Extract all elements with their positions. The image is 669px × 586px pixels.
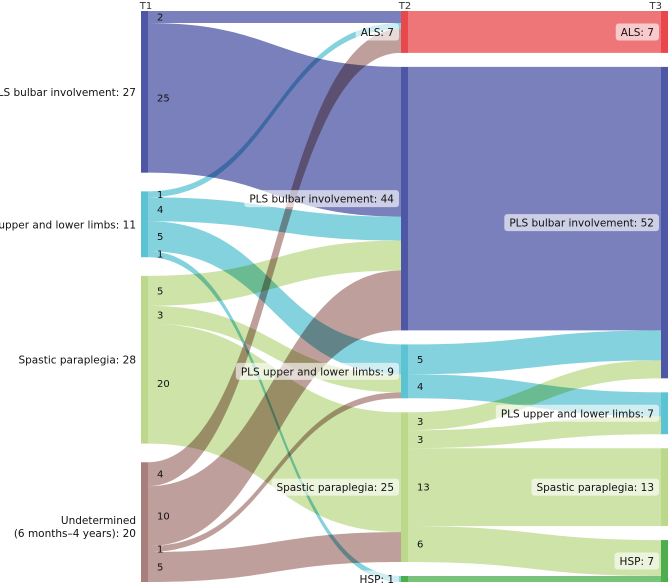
node-label-t3_ull: PLS upper and lower limbs: 7 <box>495 404 659 422</box>
link-value-label-15: 5 <box>417 355 423 366</box>
node-label-bg-t2_hsp <box>354 570 399 586</box>
link-t2_sp-to-t3_bulbar <box>408 360 661 431</box>
node-label-t1_ull: PLS upper and lower limbs: 11 <box>0 219 136 231</box>
node-bar-t2_bulbar <box>401 66 408 331</box>
link-t1_sp-to-t2_bulbar <box>148 240 401 306</box>
link-t1_und-to-t2_ull <box>148 392 401 553</box>
node-bar-t3_ull <box>661 392 668 435</box>
node-label-t1_und: Undetermined <box>61 515 136 527</box>
node-bar-t3_hsp <box>661 540 668 582</box>
link-value-label-2: 1 <box>157 190 163 201</box>
node-label-t2_sp: Spastic paraplegia: 25 <box>271 478 399 496</box>
link-t2_sp-to-t3_ull <box>408 416 661 449</box>
link-t2_als-to-t3_als <box>408 11 661 53</box>
node-label-t2_ull: PLS upper and lower limbs: 9 <box>235 362 399 380</box>
node-label-bg-t3_bulbar <box>504 214 659 232</box>
link-t2_ull-to-t3_bulbar <box>408 330 661 375</box>
svg-text:PLS upper and lower limbs: 9: PLS upper and lower limbs: 9 <box>241 366 394 378</box>
node-label-t1_bulbar: PLS bulbar involvement: 27 <box>0 87 136 99</box>
link-t1_ull-to-t2_als <box>148 22 401 198</box>
link-value-label-16: 4 <box>417 382 423 393</box>
titles-layer: T1 T2 T3 <box>139 1 662 12</box>
link-t1_bulbar-to-t2_als <box>148 11 401 23</box>
node-label-bg-t2_ull <box>235 362 399 380</box>
svg-text:PLS bulbar involvement: 44: PLS bulbar involvement: 44 <box>249 194 394 206</box>
node-label-t3_bulbar: PLS bulbar involvement: 52 <box>504 214 659 232</box>
link-t1_ull-to-t2_bulbar <box>148 197 401 241</box>
link-value-label-6: 5 <box>157 286 163 297</box>
link-value-label-11: 1 <box>157 545 163 556</box>
node-label-bg-t2_bulbar <box>244 190 399 208</box>
link-value-label-20: 6 <box>417 540 423 551</box>
node-label-t3_sp: Spastic paraplegia: 13 <box>531 478 659 496</box>
link-value-label-17: 3 <box>417 417 423 428</box>
svg-text:Spastic paraplegia: 25: Spastic paraplegia: 25 <box>276 482 394 494</box>
link-t1_bulbar-to-t2_bulbar <box>148 22 401 217</box>
link-t2_bulbar-to-t3_bulbar <box>408 66 661 331</box>
links-layer <box>148 11 661 582</box>
node-label-bg-t3_hsp <box>614 552 659 570</box>
link-t1_und-to-t2_sp <box>148 532 401 582</box>
node-label-bg-t3_als <box>615 23 659 41</box>
svg-text:ALS: 7: ALS: 7 <box>621 27 654 39</box>
node-label-t2_hsp: HSP: 1 <box>354 570 399 586</box>
link-value-label-8: 20 <box>157 379 170 390</box>
link-value-label-0: 2 <box>157 12 163 23</box>
svg-text:HSP: 1: HSP: 1 <box>360 574 394 586</box>
svg-text:PLS bulbar involvement: 52: PLS bulbar involvement: 52 <box>509 218 654 230</box>
link-value-label-4: 5 <box>157 232 163 243</box>
link-t1_und-to-t2_als <box>148 28 401 487</box>
node-bar-t2_als <box>401 11 408 53</box>
node-bar-t2_hsp <box>401 576 408 582</box>
link-t2_sp-to-t3_hsp <box>408 526 661 577</box>
link-value-label-19: 13 <box>417 483 430 494</box>
node-bar-t3_bulbar <box>661 66 668 379</box>
link-value-label-12: 5 <box>157 563 163 574</box>
svg-text:PLS upper and lower limbs: 7: PLS upper and lower limbs: 7 <box>501 408 654 420</box>
node-bar-t3_als <box>661 11 668 53</box>
node-bar-t3_sp <box>661 448 668 527</box>
link-t2_hsp-to-t3_hsp <box>408 576 661 582</box>
labels-layer: 2 25 1 4 5 1 5 3 20 4 10 1 5 5 4 3 3 13 6 PLS bulbar involv… <box>0 12 659 586</box>
node-bar-t1_bulbar <box>141 11 148 173</box>
nodes-layer <box>141 11 668 582</box>
node-bar-t2_ull <box>401 344 408 399</box>
node-bar-t1_und <box>141 462 148 582</box>
node-label-bg-t2_sp <box>271 478 399 496</box>
column-title-t1: T1 <box>139 1 152 12</box>
link-value-label-10: 10 <box>157 512 170 523</box>
link-value-label-5: 1 <box>157 250 163 261</box>
node-label-t1_sp: Spastic paraplegia: 28 <box>18 355 136 367</box>
node-bar-t1_ull <box>141 191 148 258</box>
node-label-bg-t3_sp <box>531 478 659 496</box>
link-value-label-7: 3 <box>157 310 163 321</box>
node-label-bg-t2_als <box>355 23 399 41</box>
node-label-bg-t3_ull <box>495 404 659 422</box>
column-title-t3: T3 <box>649 1 662 12</box>
node-label-t2_als: ALS: 7 <box>355 23 399 41</box>
link-value-label-1: 25 <box>157 93 170 104</box>
svg-text:ALS: 7: ALS: 7 <box>361 27 394 39</box>
node-label-t3_als: ALS: 7 <box>615 23 659 41</box>
node-bar-t2_sp <box>401 412 408 563</box>
link-value-label-9: 4 <box>157 470 163 481</box>
node-label-t2_bulbar: PLS bulbar involvement: 44 <box>244 190 399 208</box>
link-value-label-18: 3 <box>417 435 423 446</box>
node-label-line2-t1_und: (6 months–4 years): 20 <box>14 528 136 540</box>
link-t1_und-to-t2_bulbar <box>148 270 401 547</box>
svg-text:HSP: 7: HSP: 7 <box>620 556 654 568</box>
svg-text:Spastic paraplegia: 13: Spastic paraplegia: 13 <box>536 482 654 494</box>
node-label-t3_hsp: HSP: 7 <box>614 552 659 570</box>
column-title-t2: T2 <box>398 1 411 12</box>
node-bar-t1_sp <box>141 275 148 444</box>
link-value-label-3: 4 <box>157 205 163 216</box>
